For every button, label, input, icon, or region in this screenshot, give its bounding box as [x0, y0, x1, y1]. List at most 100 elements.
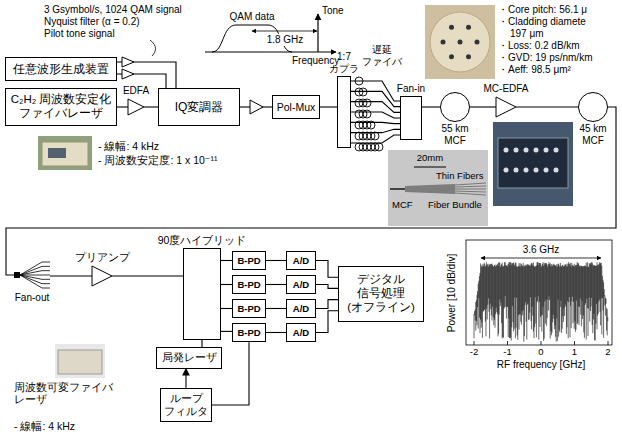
fiber-connector: [112, 275, 183, 276]
node-text: Fan-out: [15, 292, 49, 304]
spectrum-label: Tone: [322, 5, 344, 17]
fiber-spec: ・Aeff: 98.5 μm²: [498, 64, 571, 76]
laser-photo: [38, 136, 92, 170]
delay-fiber-label: 遅延 ファイバ: [360, 44, 404, 67]
mc-edfa-photo: [493, 122, 573, 206]
bandwidth-label: 3.6 GHz: [522, 244, 561, 256]
fan-out-fiber: [20, 271, 50, 275]
bundle-body: [405, 184, 455, 194]
adc-box: A/D: [286, 275, 316, 294]
node-text: 任意波形生成装置: [13, 62, 109, 76]
fiber-spool: 55 km MCF: [440, 92, 470, 122]
rf-spectrum-trace: [474, 262, 608, 342]
fiber-connector: [221, 284, 232, 285]
node-text: IQ変調器: [175, 100, 224, 114]
fiber-connector: [351, 112, 400, 118]
detector-box: B-PD: [232, 275, 266, 294]
laser-spec: - 周波数安定度: 1 x 10⁻¹¹: [98, 154, 217, 166]
detector-box: B-PD: [232, 323, 266, 342]
photo-caption: 20mm: [417, 153, 443, 164]
filter-box: ループ フィルタ: [160, 388, 212, 422]
plot-ticks: [474, 341, 608, 345]
photo-caption: Thin Fibers: [436, 171, 484, 182]
fiber-connector: [422, 106, 440, 107]
thin-fibers: [455, 183, 486, 195]
mcf-stub: [390, 188, 405, 190]
fiber-spec: 197 μm: [510, 28, 544, 40]
fiber-spec: ・GVD: 19 ps/nm/km: [498, 52, 592, 64]
fiber-connector: [221, 331, 232, 332]
mcf-cores: [441, 25, 480, 59]
node-text: B-PD: [237, 279, 260, 290]
tick-label: 0: [538, 347, 543, 358]
amplifier-triangle: [128, 99, 144, 115]
node-text: A/D: [293, 255, 309, 266]
axis-label: Power [10 dB/div]: [446, 254, 458, 332]
spectrum-label: QAM data: [229, 11, 274, 23]
laser-spec: - 線幅: 4 kHz: [14, 420, 75, 432]
photo-caption: MCF: [392, 200, 413, 211]
detector-box: B-PD: [232, 299, 266, 318]
laser-display: [48, 148, 66, 158]
fiber-connector: [117, 106, 128, 107]
fan-in: Fan-in: [400, 96, 422, 140]
amplifier-triangle: [496, 97, 516, 117]
tone-line: [317, 14, 318, 52]
fiber-spec: ・Cladding diamete: [498, 16, 586, 28]
tunable-laser-housing: [58, 350, 102, 374]
fiber-connector: [316, 311, 338, 333]
amplifier: プリアンプ: [92, 266, 112, 286]
node-text: Pol-Mux: [277, 101, 316, 114]
hybrid-box: 90度ハイブリッド: [183, 248, 221, 340]
fiber-connector: [316, 284, 338, 288]
fiber-coil: [355, 77, 363, 85]
fan-out-fiber: [20, 275, 50, 276]
node-text: プリアンプ: [75, 251, 130, 264]
fiber-connector: [316, 260, 338, 277]
fan-out: Fan-out: [14, 260, 50, 290]
fiber-coil: [359, 88, 367, 96]
fiber-connector: [266, 332, 286, 333]
spacing-arrow: [252, 31, 317, 32]
node-text: B-PD: [237, 327, 260, 338]
amplifier: EDFA: [128, 99, 144, 115]
fan-out-fiber: [20, 266, 50, 275]
tick-label: -1: [503, 347, 511, 358]
tick-label: 2: [605, 347, 610, 358]
laser-spec: - 線幅: 4 kHz: [98, 140, 159, 152]
fiber-connector: [351, 122, 400, 123]
fiber-connector: [221, 308, 232, 309]
coupler: 1:7 カプラ: [337, 76, 351, 148]
fiber-spool: 45 km MCF: [578, 92, 608, 122]
fiber-spec: ・Loss: 0.2 dB/km: [498, 40, 580, 52]
adc-box: A/D: [286, 299, 316, 318]
tunable-laser-photo: [55, 344, 105, 378]
mc-edfa-panel: [498, 138, 568, 188]
pol-mux-box: Pol-Mux: [272, 95, 320, 119]
fiber-connector: [266, 308, 286, 309]
fiber-connector: [201, 340, 202, 347]
scale-bar: [414, 167, 446, 168]
node-text: Fan-in: [397, 83, 425, 95]
fiber-spec: ・Core pitch: 56.1 μ: [498, 4, 587, 16]
fiber-connector: [144, 106, 158, 107]
adc-box: A/D: [286, 251, 316, 270]
fiber-coil: [371, 132, 379, 140]
mc-edfa-knobs: [504, 148, 559, 173]
node-text: B-PD: [237, 303, 260, 314]
signal-leader: [150, 40, 156, 56]
detector-box: B-PD: [232, 251, 266, 270]
mcf-cladding: [430, 12, 490, 72]
node-text: C₂H₂ 周波数安定化 ファイバレーザ: [9, 93, 113, 121]
fan-in-photo: [388, 150, 488, 226]
fiber-coil: [363, 99, 371, 107]
amplifier-outline: [128, 99, 144, 115]
fiber-coil: [363, 110, 371, 118]
fan-out-outline: [14, 260, 50, 290]
fiber-connector: [50, 275, 92, 276]
mcf-photo: [425, 5, 495, 79]
laser-box: 局発レーザ: [156, 347, 222, 368]
amplifier-symbol: [250, 100, 263, 114]
signal-note: 3 Gsymbol/s, 1024 QAM signal: [44, 4, 182, 16]
